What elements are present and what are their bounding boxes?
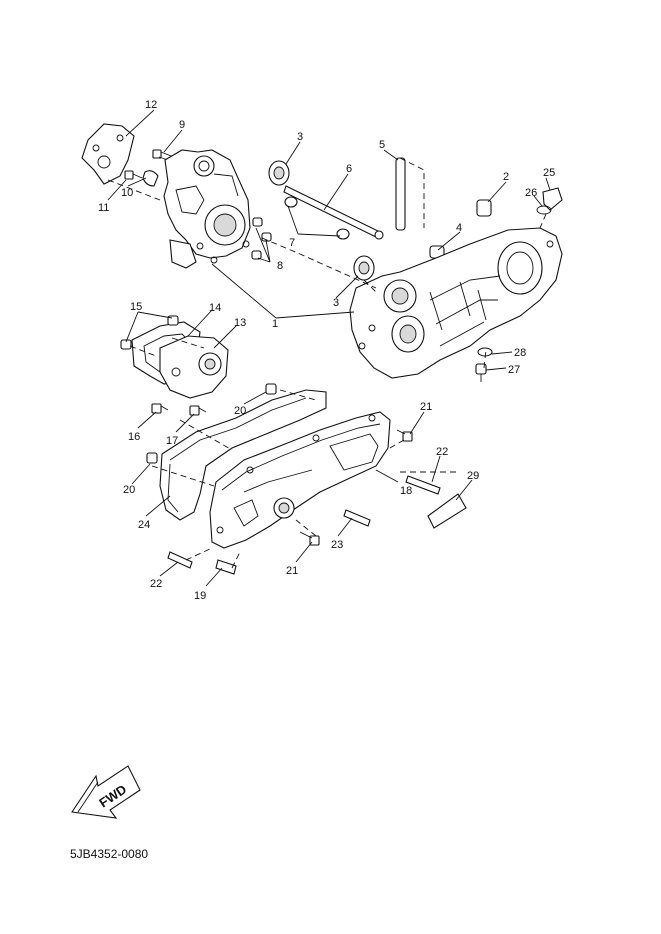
part-7-washers: [284, 196, 350, 240]
callout-20-lower: 20: [123, 484, 135, 496]
callout-15: 15: [130, 301, 142, 313]
callout-29: 29: [467, 470, 479, 482]
part-22-bolt-lower: [167, 551, 193, 569]
callout-9: 9: [179, 119, 185, 131]
callout-12: 12: [145, 99, 157, 111]
right-crankcase-half: [349, 227, 563, 379]
callout-20-upper: 20: [234, 405, 246, 417]
part-2-bushing: [476, 199, 492, 217]
part-27-drain-bolt: [475, 363, 487, 382]
callout-17: 17: [166, 435, 178, 447]
callout-21-upper: 21: [420, 401, 432, 413]
callout-1: 1: [272, 318, 278, 330]
callout-28: 28: [514, 347, 526, 359]
part-10-clip: [142, 170, 159, 187]
part-21-bolt-upper: [396, 429, 413, 442]
callout-18: 18: [400, 485, 412, 497]
callout-2: 2: [503, 171, 509, 183]
callout-3-upper: 3: [297, 131, 303, 143]
part-15-pins: [120, 315, 179, 350]
part-21-bolt-lower: [299, 531, 320, 546]
alignment-lines: [107, 157, 547, 569]
callout-25: 25: [543, 167, 555, 179]
part-23-bolt: [343, 509, 371, 527]
leader-lines: [107, 109, 551, 587]
part-12-plate: [81, 123, 135, 185]
part-19-dowel: [215, 559, 237, 575]
callout-5: 5: [379, 139, 385, 151]
part-11-bolt: [124, 170, 143, 180]
part-6-shaft: [283, 185, 384, 240]
part-17-screw: [189, 405, 207, 416]
part-3-bearing-lower: [353, 255, 375, 281]
part-24-gasket: [159, 389, 327, 521]
callout-22-upper: 22: [436, 446, 448, 458]
callout-7: 7: [289, 237, 295, 249]
part-29-label: [427, 493, 467, 529]
callout-26: 26: [525, 187, 537, 199]
part-3-bearing-upper: [268, 160, 290, 186]
part-8-dowel-pins: [251, 217, 272, 260]
callout-10: 10: [121, 187, 133, 199]
part-13-cover: [159, 335, 229, 399]
callout-19: 19: [194, 590, 206, 602]
part-16-screw: [151, 403, 169, 414]
callout-11: 11: [98, 202, 109, 214]
part-5-pin: [395, 157, 406, 231]
callouts: 1 2 3 3 4 5 6 7 8 9 10 11 12 13 14 15 16…: [98, 99, 555, 602]
callout-16: 16: [128, 431, 140, 443]
callout-8: 8: [277, 260, 283, 272]
left-crankcase-half: [163, 149, 251, 269]
callout-27: 27: [508, 364, 520, 376]
callout-13: 13: [234, 317, 246, 329]
callout-3-lower: 3: [333, 297, 339, 309]
fwd-direction-arrow: FWD: [71, 765, 141, 819]
callout-23: 23: [331, 539, 343, 551]
part-18-crankcase-cover: [209, 411, 391, 549]
part-20-dowels: [146, 383, 277, 464]
part-25-plug: [536, 187, 563, 215]
callout-21-lower: 21: [286, 565, 298, 577]
callout-14: 14: [209, 302, 221, 314]
callout-6: 6: [346, 163, 352, 175]
callout-22-lower: 22: [150, 578, 162, 590]
callout-24: 24: [138, 519, 150, 531]
part-28-washer: [477, 347, 493, 357]
drawing-code: 5JB4352-0080: [70, 847, 148, 861]
part-22-bolt-upper: [405, 475, 441, 495]
callout-4: 4: [456, 222, 462, 234]
